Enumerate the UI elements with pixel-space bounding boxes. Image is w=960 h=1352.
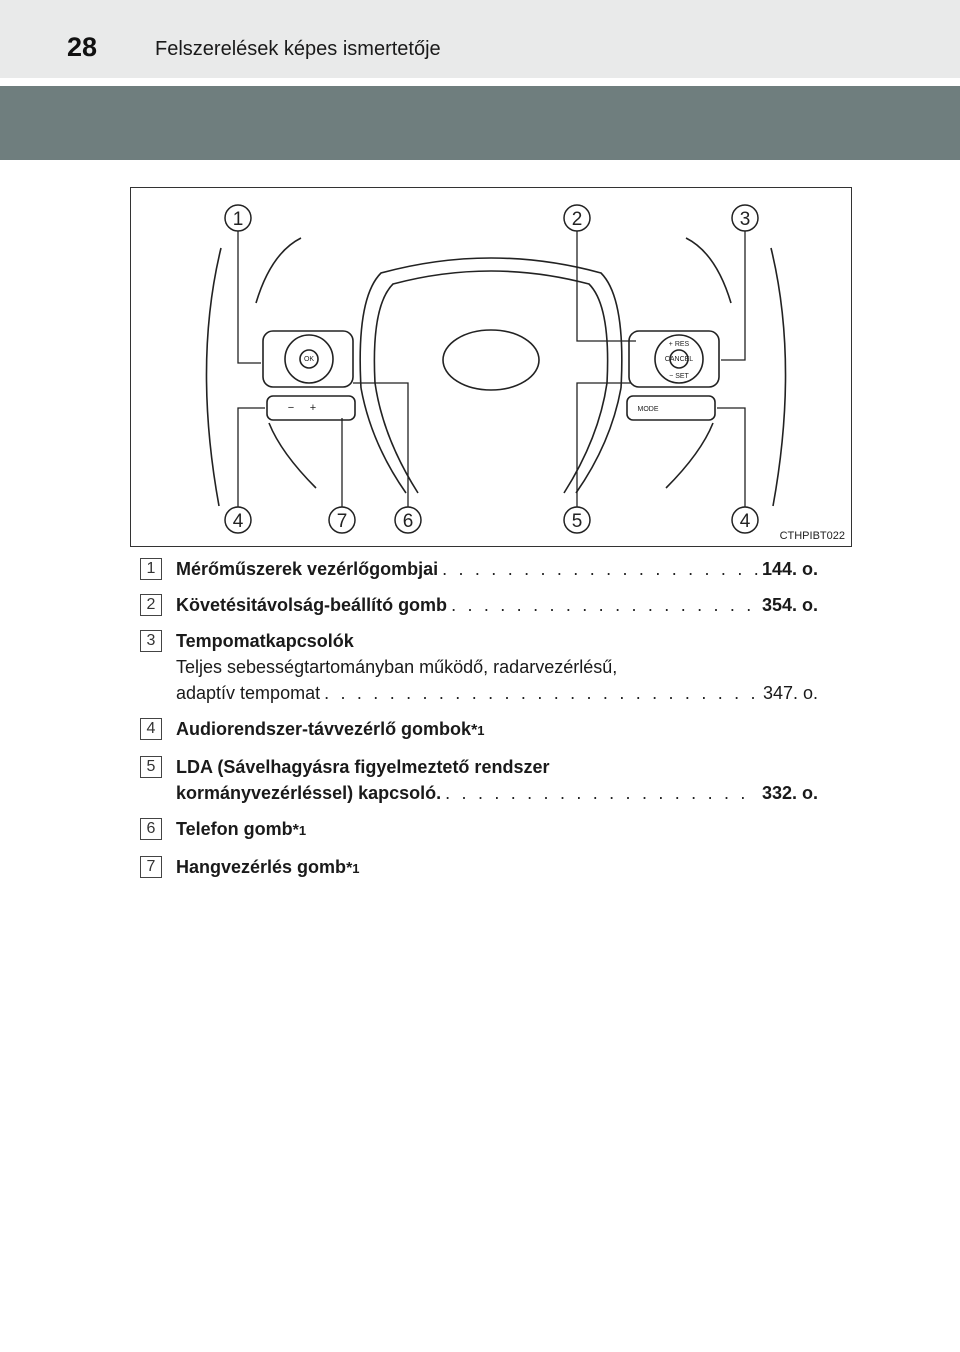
page-number: 28 (67, 32, 98, 62)
item-number: 2 (140, 594, 162, 616)
left-audio-panel (266, 395, 356, 421)
item-label-continued: kormányvezérléssel) kapcsoló. (176, 783, 442, 803)
right-audio-panel (626, 395, 716, 421)
right-switch-panel (628, 330, 720, 388)
section-banner (0, 86, 960, 160)
footnote-mark: *1 (346, 860, 360, 877)
leader-dots (445, 780, 758, 806)
list-item: 5 LDA (Sávelhagyásra figyelmeztető rends… (138, 754, 818, 806)
item-label: Telefon gomb (176, 819, 293, 839)
hub-top (359, 257, 623, 389)
callout-2: 2 (572, 209, 583, 230)
item-label: Követésitávolság-beállító gomb (176, 595, 448, 615)
cancel-button-label: CANCEL (665, 356, 694, 363)
list-item: 4 Audiorendszer-távvezérlő gombok *1 (138, 716, 818, 744)
callout-4-left: 4 (233, 511, 244, 532)
volume-minus-label: − (288, 402, 294, 414)
leader-dots (451, 592, 758, 618)
item-label: Hangvezérlés gomb (176, 857, 347, 877)
list-item: 2 Követésitávolság-beállító gomb 354. o. (138, 592, 818, 618)
header-bar (0, 0, 960, 78)
callout-6: 6 (403, 511, 414, 532)
item-page: 347. o. (762, 683, 818, 703)
steering-wheel-figure: OK + RES CANCEL − SET MODE − + 1 2 3 4 7… (130, 187, 852, 547)
item-page: 332. o. (761, 783, 818, 803)
item-number: 1 (140, 558, 162, 580)
item-description: adaptív tempomat (176, 683, 321, 703)
page-title: Felszerelések képes ismertetője (155, 38, 441, 60)
item-label: LDA (Sávelhagyásra figyelmeztető rendsze… (176, 757, 550, 777)
leader-dots (442, 556, 758, 582)
figure-code: CTHPIBT022 (779, 530, 845, 542)
list-item: 6 Telefon gomb *1 (138, 816, 818, 844)
item-label: Audiorendszer-távvezérlő gombok (176, 719, 472, 739)
callout-7: 7 (337, 511, 348, 532)
item-page: 144. o. (761, 559, 818, 579)
item-number: 3 (140, 630, 162, 652)
ok-button-label: OK (304, 356, 314, 363)
legend-list: 1 Mérőműszerek vezérlőgombjai 144. o. 2 … (138, 556, 818, 892)
left-switch-panel (262, 330, 354, 388)
item-page: 354. o. (761, 595, 818, 615)
item-description: Teljes sebességtartományban működő, rada… (176, 657, 618, 677)
volume-plus-label: + (310, 402, 316, 414)
callout-4-right: 4 (740, 511, 751, 532)
emblem (442, 329, 540, 391)
item-number: 4 (140, 718, 162, 740)
item-number: 7 (140, 856, 162, 878)
item-number: 6 (140, 818, 162, 840)
item-label: Tempomatkapcsolók (176, 631, 354, 651)
callout-1: 1 (233, 209, 244, 230)
callout-5: 5 (572, 511, 583, 532)
callout-3: 3 (740, 209, 751, 230)
leader-dots (324, 680, 759, 706)
steering-wheel-illustration: OK + RES CANCEL − SET MODE − + 1 2 3 4 7… (205, 204, 787, 534)
item-number: 5 (140, 756, 162, 778)
list-item: 7 Hangvezérlés gomb *1 (138, 854, 818, 882)
set-button-label: − SET (669, 373, 689, 380)
item-label: Mérőműszerek vezérlőgombjai (176, 559, 439, 579)
footnote-mark: *1 (471, 722, 485, 739)
list-item: 3 Tempomatkapcsolók Teljes sebességtarto… (138, 628, 818, 706)
footnote-mark: *1 (292, 822, 307, 839)
rim-right-outer (770, 247, 787, 507)
list-item: 1 Mérőműszerek vezérlőgombjai 144. o. (138, 556, 818, 582)
mode-button-label: MODE (638, 406, 659, 413)
res-button-label: + RES (669, 341, 690, 348)
rim-left-outer (205, 247, 222, 507)
